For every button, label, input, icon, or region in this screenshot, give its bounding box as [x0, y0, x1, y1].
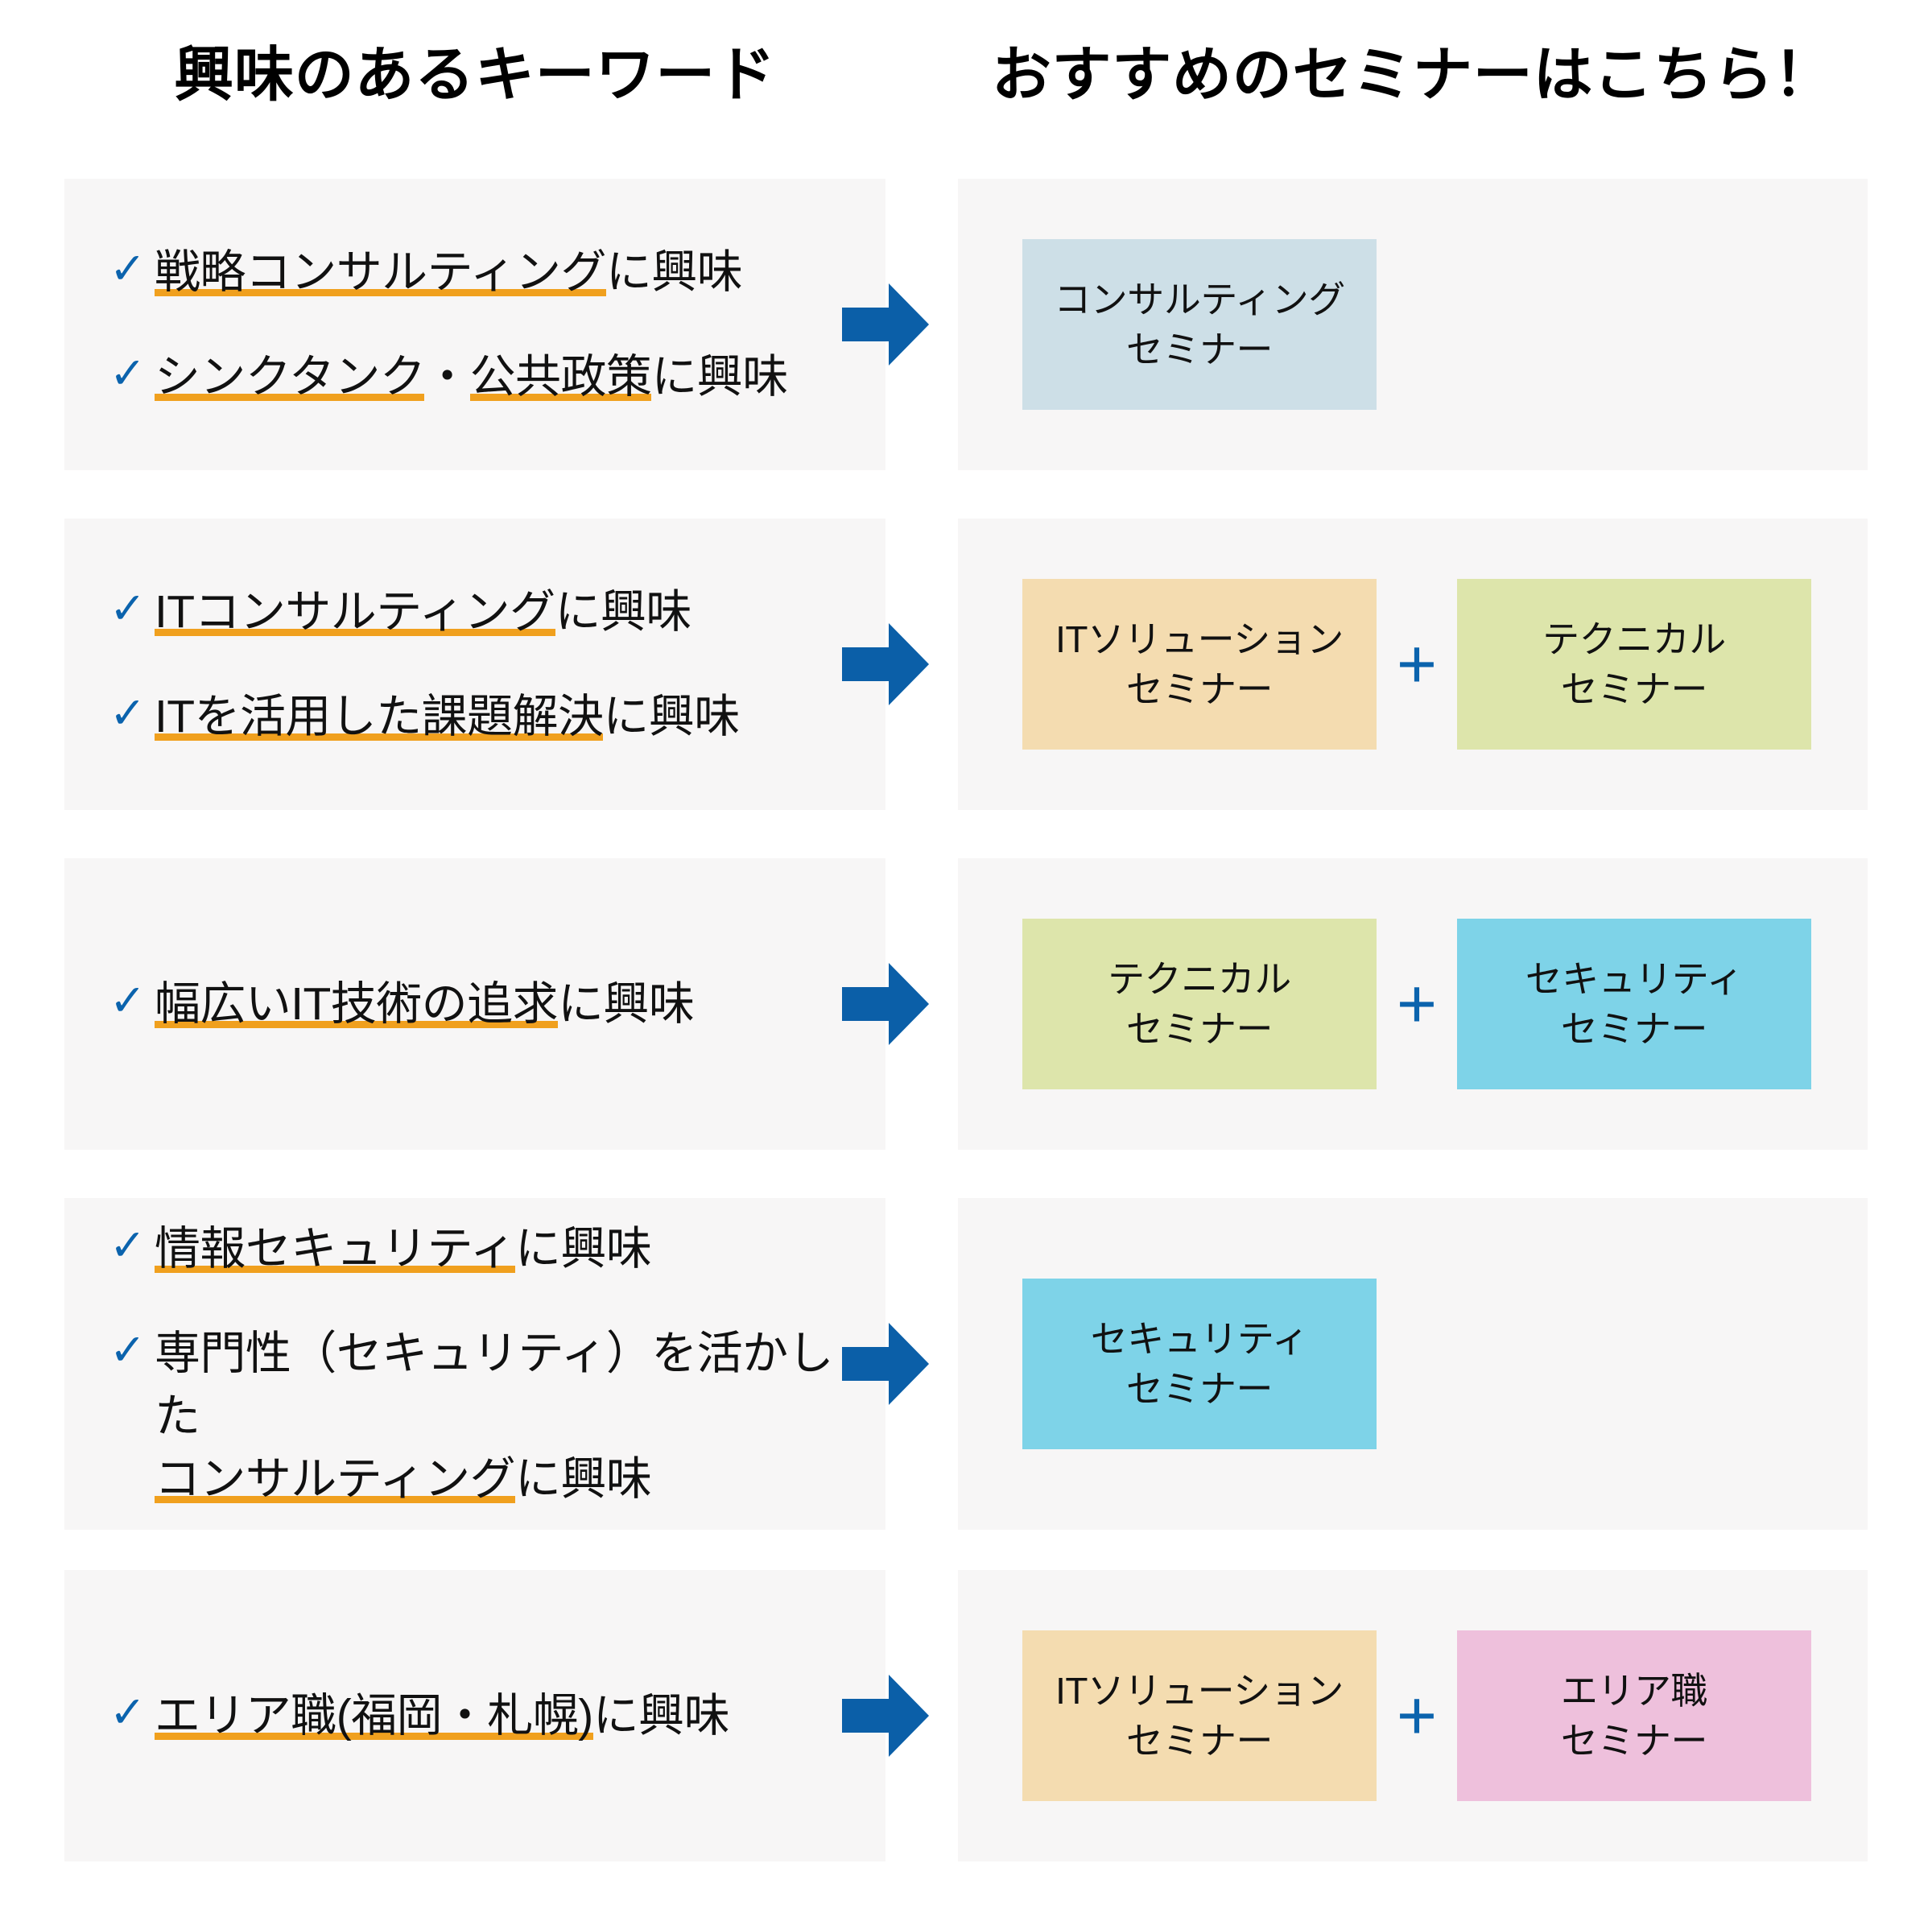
- seminar-box[interactable]: テクニカル セミナー: [1022, 919, 1377, 1089]
- seminar-box[interactable]: テクニカル セミナー: [1457, 579, 1811, 750]
- recommendation-row: ✓エリア職(福岡・札幌)に興味 ITソリューション セミナー + エリア職 セミナー: [0, 1570, 1932, 1861]
- keyword-highlight: 戦略コンサルティング: [155, 246, 606, 301]
- header-recommended-seminars: おすすめのセミナーはこちら！: [991, 41, 1835, 108]
- keyword-list: ✓エリア職(福岡・札幌)に興味: [64, 1570, 886, 1861]
- keyword-label: 幅広いIT技術の追求に興味: [155, 973, 695, 1035]
- seminar-box[interactable]: セキュリティ セミナー: [1022, 1279, 1377, 1449]
- keyword-item[interactable]: ✓ITコンサルティングに興味: [109, 581, 869, 643]
- seminar-group: ITソリューション セミナー + エリア職 セミナー: [958, 1570, 1868, 1861]
- keyword-label: 戦略コンサルティングに興味: [155, 241, 743, 304]
- seminar-group: テクニカル セミナー + セキュリティ セミナー: [958, 858, 1868, 1150]
- plus-icon: +: [1396, 965, 1438, 1043]
- seminar-label: テクニカル セミナー: [1108, 958, 1291, 1050]
- seminar-group: ITソリューション セミナー + テクニカル セミナー: [958, 519, 1868, 810]
- keyword-label: エリア職(福岡・札幌)に興味: [155, 1684, 730, 1747]
- keyword-plain: に興味: [515, 1453, 652, 1505]
- seminar-box[interactable]: ITソリューション セミナー: [1022, 579, 1377, 750]
- keyword-label: ITコンサルティングに興味: [155, 581, 691, 643]
- keyword-list: ✓幅広いIT技術の追求に興味: [64, 858, 886, 1150]
- check-icon: ✓: [109, 1326, 147, 1374]
- check-icon: ✓: [109, 1221, 147, 1270]
- keyword-panel: [64, 179, 886, 470]
- seminar-label: エリア職 セミナー: [1560, 1670, 1708, 1762]
- column-headers: 興味のあるキーワード おすすめのセミナーはこちら！: [0, 31, 1932, 119]
- keyword-plain: に興味: [603, 691, 740, 742]
- seminar-group: セキュリティ セミナー: [958, 1198, 1868, 1530]
- check-icon: ✓: [109, 977, 147, 1025]
- seminar-label: セキュリティ セミナー: [1525, 958, 1744, 1050]
- check-icon: ✓: [109, 349, 147, 398]
- keyword-item[interactable]: ✓情報セキュリティに興味: [109, 1217, 869, 1280]
- arrow-right-icon: [837, 1570, 934, 1861]
- keyword-plain: ・: [424, 351, 470, 403]
- keyword-plain: に興味: [515, 1223, 652, 1275]
- keyword-plain: に興味: [651, 351, 788, 403]
- arrow-right-icon: [837, 519, 934, 810]
- check-icon: ✓: [109, 585, 147, 633]
- arrow-right-icon: [837, 858, 934, 1150]
- keyword-highlight: 公共政策: [469, 351, 652, 406]
- keyword-list: ✓戦略コンサルティングに興味✓シンクタンク・公共政策に興味: [64, 179, 886, 470]
- header-keywords: 興味のあるキーワード: [174, 41, 776, 108]
- seminar-label: コンサルティング セミナー: [1054, 279, 1345, 370]
- arrow-right-icon: [837, 1198, 934, 1530]
- seminar-box[interactable]: コンサルティング セミナー: [1022, 239, 1377, 410]
- keyword-highlight: 幅広いIT技術の追求: [155, 978, 559, 1033]
- keyword-highlight: コンサルティング: [155, 1453, 516, 1508]
- arrow-right-icon: [837, 179, 934, 470]
- seminar-label: ITソリューション セミナー: [1055, 1670, 1344, 1762]
- keyword-item[interactable]: ✓戦略コンサルティングに興味: [109, 241, 869, 304]
- recommendation-row: ✓幅広いIT技術の追求に興味 テクニカル セミナー + セキュリティ セミナー: [0, 858, 1932, 1150]
- seminar-label: テクニカル セミナー: [1542, 618, 1726, 710]
- keyword-highlight: ITコンサルティング: [155, 586, 555, 641]
- keyword-item[interactable]: ✓エリア職(福岡・札幌)に興味: [109, 1684, 869, 1747]
- keyword-list: ✓情報セキュリティに興味✓専門性（セキュリティ）を活かした コンサルティングに興…: [64, 1198, 886, 1530]
- seminar-group: コンサルティング セミナー: [958, 179, 1868, 470]
- keyword-plain: 専門性（セキュリティ）を活かした: [155, 1328, 834, 1442]
- keyword-highlight: エリア職(福岡・札幌): [155, 1690, 593, 1745]
- seminar-box[interactable]: ITソリューション セミナー: [1022, 1630, 1377, 1801]
- plus-icon: +: [1396, 1677, 1438, 1754]
- seminar-label: セキュリティ セミナー: [1090, 1318, 1309, 1410]
- recommendation-row: ✓情報セキュリティに興味✓専門性（セキュリティ）を活かした コンサルティングに興…: [0, 1198, 1932, 1530]
- keyword-highlight: 情報セキュリティ: [155, 1223, 516, 1278]
- keyword-plain: に興味: [557, 978, 695, 1030]
- keyword-item[interactable]: ✓専門性（セキュリティ）を活かした コンサルティングに興味: [109, 1322, 869, 1510]
- keyword-label: シンクタンク・公共政策に興味: [155, 345, 788, 408]
- keyword-plain: に興味: [555, 586, 692, 638]
- keyword-highlight: ITを活用した課題解決: [155, 691, 604, 746]
- seminar-box[interactable]: セキュリティ セミナー: [1457, 919, 1811, 1089]
- keyword-plain: に興味: [605, 246, 743, 298]
- recommendation-row: ✓戦略コンサルティングに興味✓シンクタンク・公共政策に興味コンサルティング セミ…: [0, 179, 1932, 470]
- plus-icon: +: [1396, 626, 1438, 703]
- keyword-highlight: シンクタンク: [155, 351, 425, 406]
- keyword-label: 情報セキュリティに興味: [155, 1217, 652, 1280]
- keyword-label: ITを活用した課題解決に興味: [155, 685, 740, 748]
- keyword-item[interactable]: ✓シンクタンク・公共政策に興味: [109, 345, 869, 408]
- seminar-label: ITソリューション セミナー: [1055, 618, 1344, 710]
- check-icon: ✓: [109, 689, 147, 738]
- seminar-box[interactable]: エリア職 セミナー: [1457, 1630, 1811, 1801]
- keyword-list: ✓ITコンサルティングに興味✓ITを活用した課題解決に興味: [64, 519, 886, 810]
- keyword-item[interactable]: ✓幅広いIT技術の追求に興味: [109, 973, 869, 1035]
- check-icon: ✓: [109, 245, 147, 293]
- keyword-label: 専門性（セキュリティ）を活かした コンサルティングに興味: [155, 1322, 869, 1510]
- keyword-item[interactable]: ✓ITを活用した課題解決に興味: [109, 685, 869, 748]
- keyword-plain: に興味: [592, 1690, 730, 1742]
- keyword-panel: [64, 519, 886, 810]
- check-icon: ✓: [109, 1688, 147, 1737]
